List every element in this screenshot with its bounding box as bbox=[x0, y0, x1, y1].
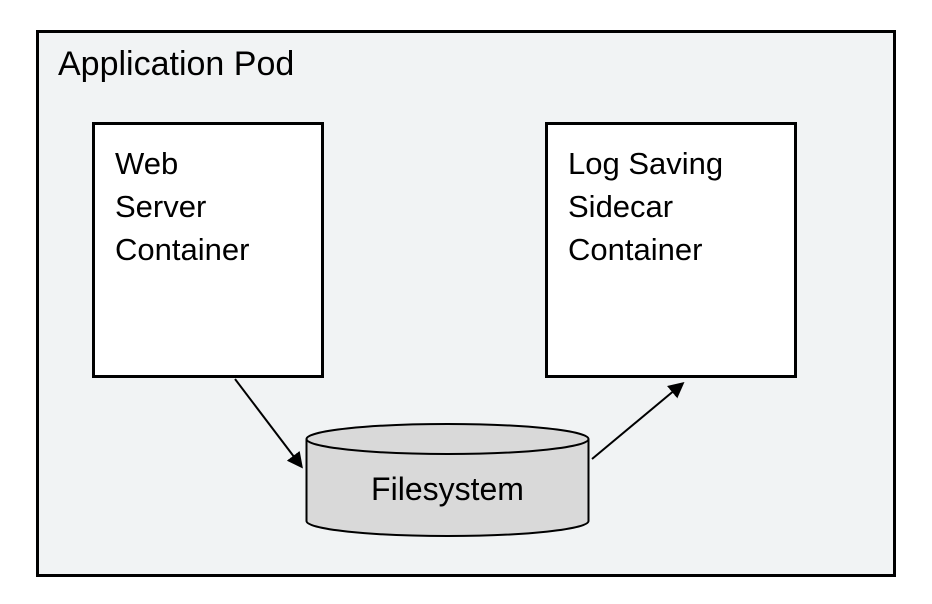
node-web-server-container: Web Server Container bbox=[92, 122, 324, 378]
node-log-saving-sidecar-container: Log Saving Sidecar Container bbox=[545, 122, 797, 378]
node-log-saving-sidecar-container-label: Log Saving Sidecar Container bbox=[568, 146, 724, 267]
application-pod-title: Application Pod bbox=[58, 45, 295, 83]
node-filesystem-label: Filesystem bbox=[371, 471, 524, 507]
node-web-server-container-label: Web Server Container bbox=[115, 146, 250, 267]
